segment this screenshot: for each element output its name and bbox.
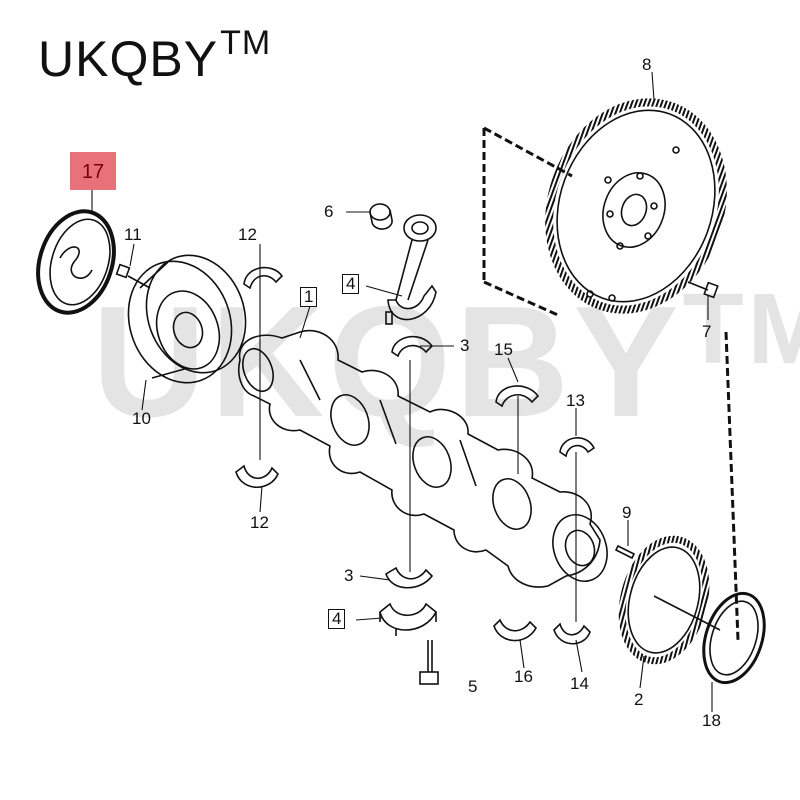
leader-lines [91,71,713,712]
watermark: UKQBYTM [92,273,800,450]
crankshaft-1 [238,329,608,588]
highlight-label-17: 17 [70,152,116,190]
label-5: 5 [468,677,478,696]
pulley-10 [127,254,247,384]
bearing-shell-3-top [391,335,434,358]
label-18: 18 [702,711,721,730]
label-13: 13 [566,391,585,410]
bearing-shell-12-bottom [235,464,279,488]
label-12-bottom: 12 [250,513,269,532]
bearing-shell-14 [553,622,591,645]
label-16: 16 [514,667,533,686]
cap-bolt-5 [419,640,439,685]
bearing-shell-16 [493,618,537,642]
label-7: 7 [702,322,712,341]
pin-9 [614,544,636,560]
label-3-top: 3 [460,336,470,355]
front-seal-17 [36,209,116,315]
bearing-shell-3-bottom [385,566,434,589]
label-12-top: 12 [238,225,257,244]
bolt-7 [687,281,719,299]
bolt-11 [115,263,151,289]
label-9: 9 [622,503,632,522]
label-4-bottom: 4 [328,609,346,629]
label-10: 10 [132,409,151,428]
label-2: 2 [634,690,644,709]
label-14: 14 [570,674,589,693]
flywheel-8 [545,98,727,314]
label-3-bottom: 3 [344,566,354,585]
bearing-shell-12-top [243,266,284,290]
label-6: 6 [324,202,334,221]
label-15: 15 [494,340,513,359]
label-4-top: 4 [342,274,360,294]
bushing-6 [369,203,393,230]
brand-title: UKQBYTM [38,24,272,87]
bearing-shell-15 [495,385,540,408]
bearing-cap-4-bottom [379,602,438,636]
label-8: 8 [642,55,652,74]
label-1: 1 [300,287,318,307]
bearing-shell-13 [559,437,596,458]
connecting-rod-4 [385,214,437,325]
label-11: 11 [124,225,142,244]
rear-seal-18 [702,591,766,685]
